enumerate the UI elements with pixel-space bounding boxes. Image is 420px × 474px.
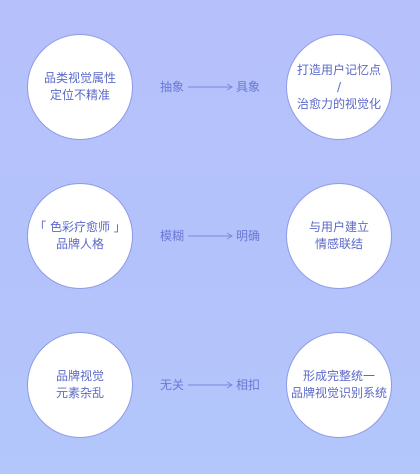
row2-from-label: 模糊 xyxy=(160,229,185,243)
row3-arrow-icon xyxy=(188,380,234,390)
row3-left-circle: 品牌视觉 元素杂乱 xyxy=(27,332,133,438)
row1-right-line1: 打造用户记忆点 xyxy=(296,62,381,77)
row2-to-label: 明确 xyxy=(236,229,261,243)
row1-right-line3: 治愈力的视觉化 xyxy=(296,96,381,111)
row2-left-line1: 「 色彩疗愈师 」 xyxy=(34,220,126,234)
row1-left-circle: 品类视觉属性 定位不精准 xyxy=(27,34,133,140)
row1-right-circle: 打造用户记忆点 / 治愈力的视觉化 xyxy=(286,34,392,140)
row1-left-line2: 定位不精准 xyxy=(49,88,110,102)
row3-left-line1: 品牌视觉 xyxy=(55,369,104,383)
row3-right-circle: 形成完整统一 品牌视觉识别系统 xyxy=(286,332,392,438)
row3-left-line2: 元素杂乱 xyxy=(55,386,104,400)
row3-to-label: 相扣 xyxy=(236,378,261,392)
row2-right-line2: 情感联结 xyxy=(314,237,363,251)
row2-left-line2: 品牌人格 xyxy=(55,237,104,251)
row3-from-label: 无关 xyxy=(160,378,185,392)
row2-right-line1: 与用户建立 xyxy=(308,220,369,234)
row1-arrow-icon xyxy=(188,82,234,92)
row2-left-circle: 「 色彩疗愈师 」 品牌人格 xyxy=(27,183,133,289)
row1-to-label: 具象 xyxy=(236,80,261,94)
row3-right-line1: 形成完整统一 xyxy=(302,369,375,383)
row1-from-label: 抽象 xyxy=(160,80,185,94)
row3-right-line2: 品牌视觉识别系统 xyxy=(290,386,387,400)
row1-left-line1: 品类视觉属性 xyxy=(43,71,116,85)
row1-right-line2: / xyxy=(336,79,342,94)
row2-arrow-icon xyxy=(188,231,234,241)
row2-right-circle: 与用户建立 情感联结 xyxy=(286,183,392,289)
